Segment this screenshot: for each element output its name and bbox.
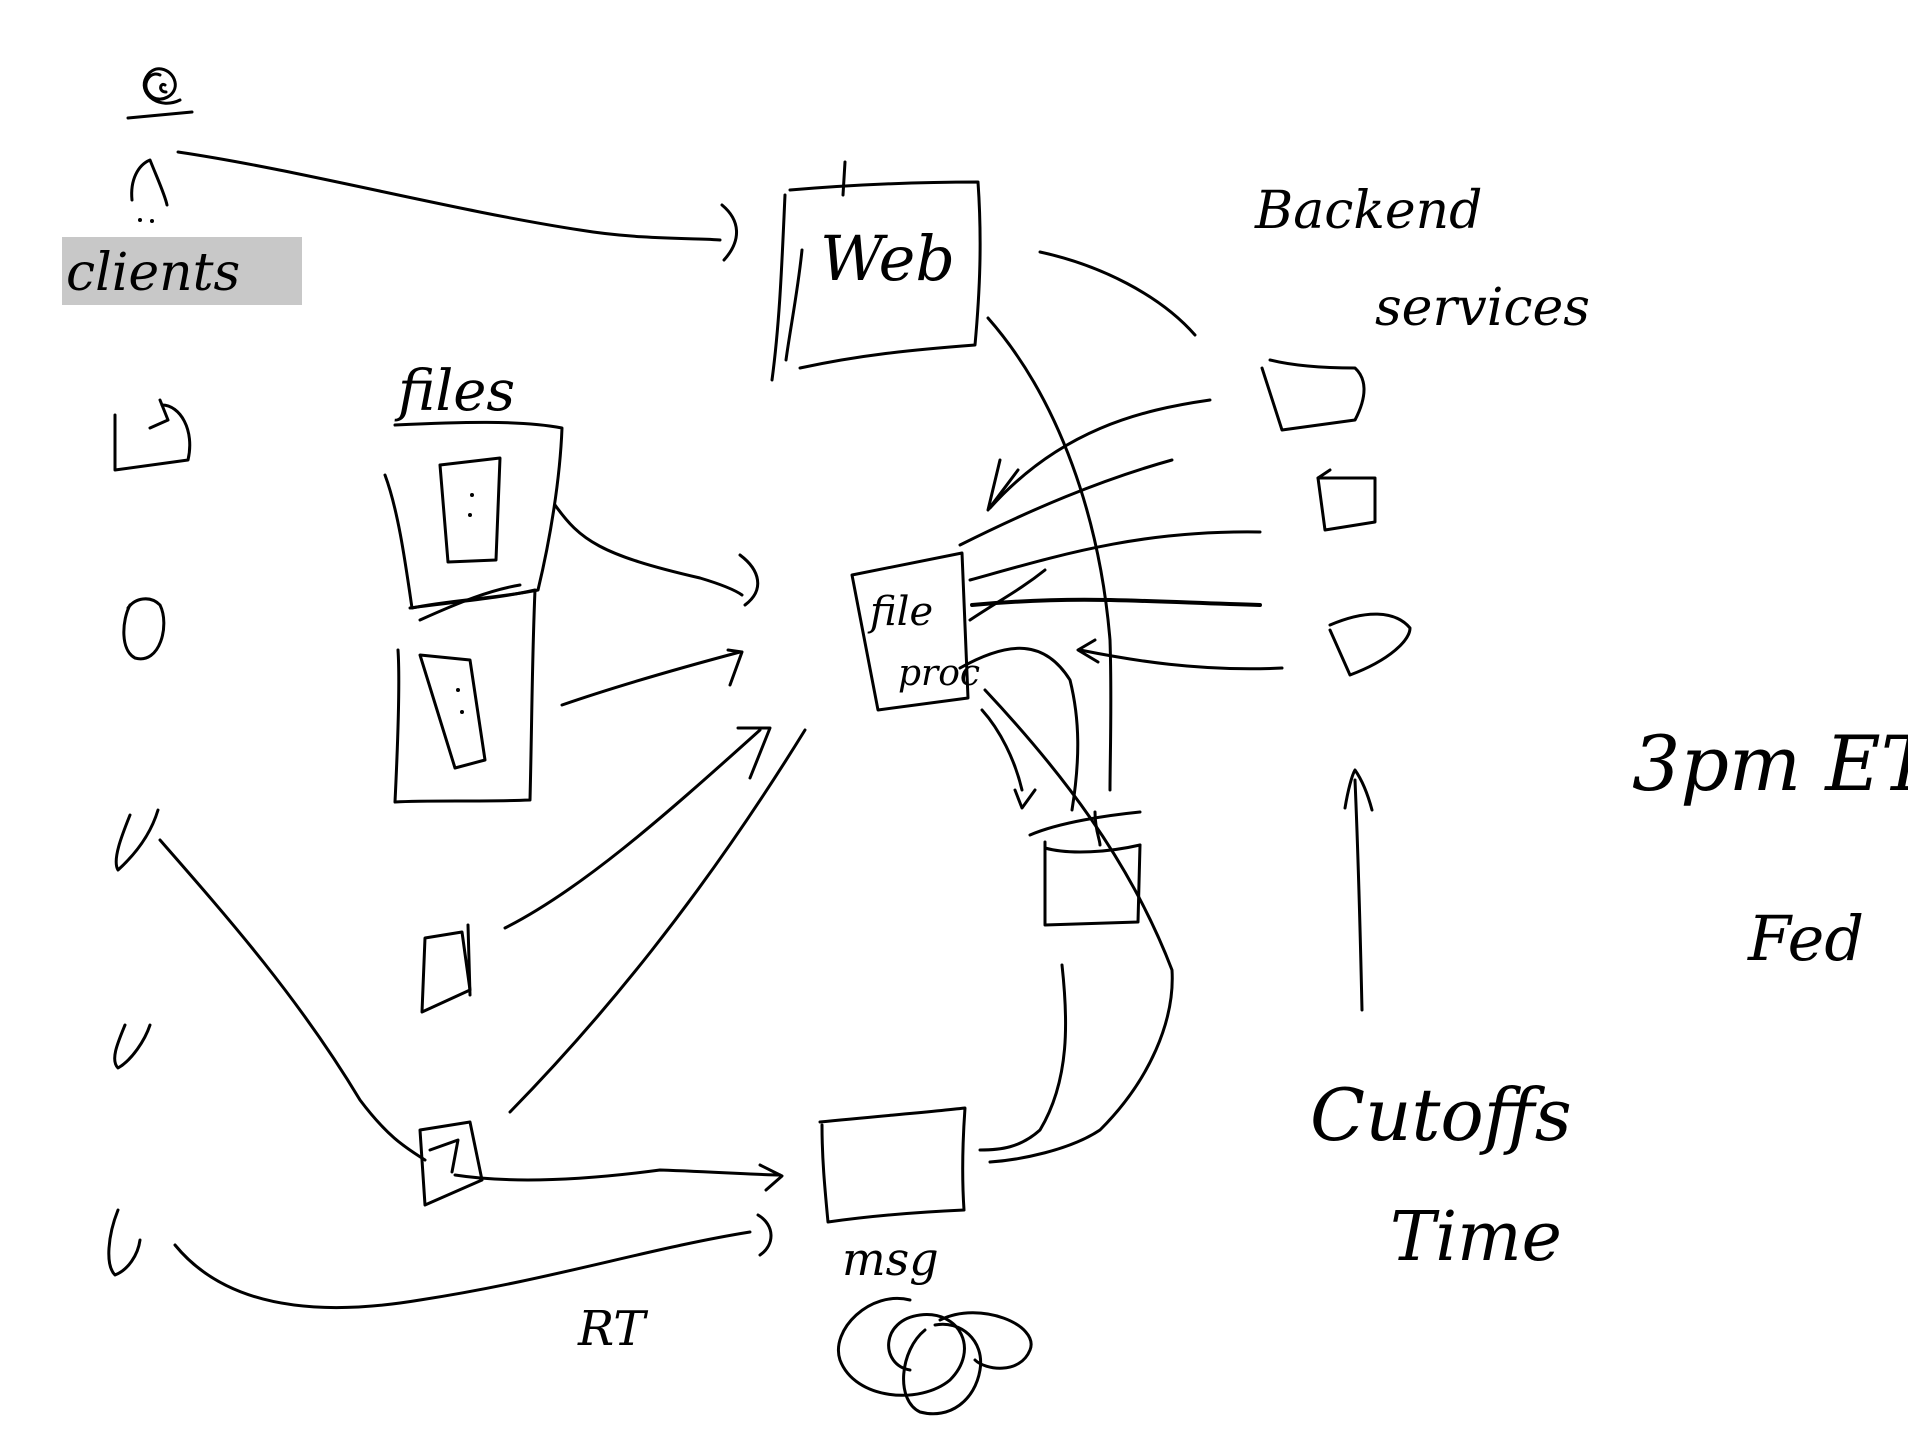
backend-line-3 xyxy=(970,597,1262,607)
small-device-2 xyxy=(418,1120,484,1207)
cutoffs-label: Cutoffs xyxy=(1310,1073,1572,1157)
backend-return-arrowhead xyxy=(1076,638,1100,664)
msg-queue-box xyxy=(818,1106,967,1224)
cutoffs-label-2: Time xyxy=(1390,1198,1562,1277)
backend-line-4 xyxy=(968,568,1047,622)
clients-highlight xyxy=(62,237,302,305)
backend-line-1 xyxy=(958,458,1174,547)
device1-to-proc-arrow xyxy=(503,728,762,930)
msg-swirl-icon xyxy=(837,1297,1033,1416)
proc-to-store-arrowhead xyxy=(1013,788,1037,810)
file-proc-box xyxy=(850,551,970,712)
client-web-connector xyxy=(176,150,722,242)
clients-label: clients xyxy=(66,243,240,303)
file-proc-label-2: proc xyxy=(898,653,980,694)
files-to-proc-arrowhead-1 xyxy=(738,553,760,607)
files-to-proc-arrow-2 xyxy=(560,650,742,707)
client-device-5 xyxy=(107,1208,142,1277)
file-proc-label: file xyxy=(867,589,933,635)
store-to-msg-line xyxy=(978,963,1068,1152)
files-to-proc-arrow-1 xyxy=(553,503,744,597)
client-device-3 xyxy=(114,808,160,872)
files-stack xyxy=(383,420,564,804)
files-to-proc-arrowhead-2 xyxy=(726,648,744,687)
proc-to-store-line-2 xyxy=(958,646,1080,812)
client-device-4 xyxy=(113,1023,152,1070)
client-to-device2-line xyxy=(158,838,427,1162)
proc-to-msg-line xyxy=(983,688,1174,1164)
small-device-1 xyxy=(420,923,472,1014)
fed-label: Fed xyxy=(1747,902,1864,975)
device2-to-proc-arrow xyxy=(508,728,807,1114)
client-device-2 xyxy=(122,597,166,661)
fed-time-label: 3pm ET xyxy=(1632,719,1908,808)
cutoffs-arrow-shaft xyxy=(1353,778,1364,1012)
backend-to-web-arrowhead xyxy=(986,458,1020,512)
msg-label: msg xyxy=(842,1232,939,1286)
web-to-store-arc xyxy=(986,316,1113,792)
client-device-1 xyxy=(113,398,192,472)
device2-to-msg-arrow xyxy=(453,1168,782,1182)
backend-label: Backend xyxy=(1254,181,1482,241)
cutoffs-arrowhead xyxy=(1343,768,1374,812)
web-server-box xyxy=(770,160,982,382)
backend-to-web-arrow xyxy=(988,398,1212,510)
backend-label-2: services xyxy=(1375,278,1590,338)
backend-service-3 xyxy=(1328,612,1412,677)
client-person-icon xyxy=(126,67,194,223)
rt-arrowhead xyxy=(756,1213,773,1257)
web-to-backend-line xyxy=(1038,250,1197,337)
storage-cylinder xyxy=(1028,810,1142,927)
rt-connector xyxy=(173,1230,752,1310)
backend-service-1 xyxy=(1260,358,1366,432)
client-web-arrowhead xyxy=(720,203,738,262)
device2-msg-arrowhead xyxy=(758,1163,784,1192)
rt-label: RT xyxy=(577,1301,648,1357)
files-label: files xyxy=(394,359,515,424)
backend-return-arrow xyxy=(1078,648,1284,671)
backend-service-2 xyxy=(1316,468,1377,532)
web-label: Web xyxy=(820,222,955,295)
proc-to-store-line xyxy=(980,708,1024,792)
device1-arrowhead xyxy=(736,726,772,780)
backend-line-2 xyxy=(968,530,1262,582)
